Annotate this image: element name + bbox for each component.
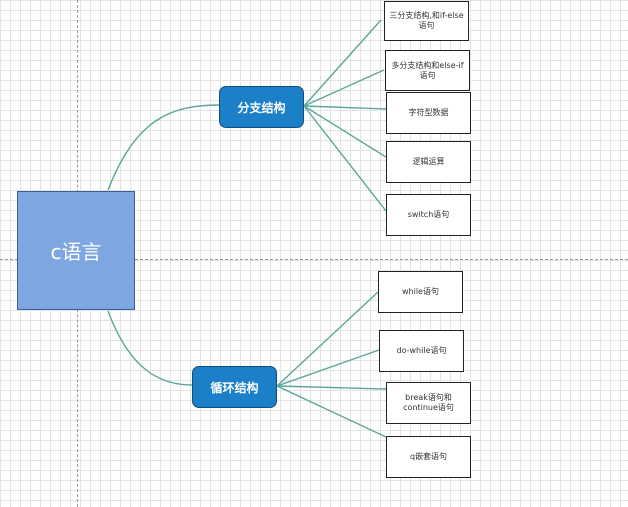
- root-node[interactable]: c语言: [17, 191, 135, 310]
- leaf-node-if-else[interactable]: 三分支结构,和if-else语句: [384, 1, 469, 41]
- leaf-node-switch[interactable]: switch语句: [386, 194, 471, 236]
- connector-root-branch-1: [107, 104, 220, 191]
- connector-b1-leaf-2: [303, 69, 385, 107]
- connector-b2-leaf-4: [276, 385, 387, 438]
- connector-b2-leaf-3: [276, 385, 387, 390]
- branch-node-label: 循环结构: [210, 380, 259, 395]
- leaf-node-label: 逻辑运算: [412, 157, 445, 166]
- connector-b1-leaf-4: [303, 105, 387, 158]
- horizontal-guide-line: [0, 259, 628, 260]
- leaf-node-label: q嵌套语句: [409, 452, 448, 461]
- leaf-node-char-data[interactable]: 字符型数据: [386, 92, 471, 134]
- leaf-node-label: do-while语句: [396, 346, 447, 355]
- leaf-node-nested[interactable]: q嵌套语句: [386, 436, 471, 478]
- branch-node-label: 分支结构: [237, 100, 286, 115]
- leaf-node-else-if[interactable]: 多分支结构和else-if语句: [385, 50, 470, 91]
- connector-b1-leaf-1: [303, 19, 382, 107]
- connector-b2-leaf-2: [276, 349, 380, 387]
- leaf-node-do-while[interactable]: do-while语句: [379, 330, 464, 372]
- connector-b1-leaf-3: [303, 105, 387, 110]
- leaf-node-logic-ops[interactable]: 逻辑运算: [386, 141, 471, 183]
- leaf-node-label: 字符型数据: [408, 108, 449, 117]
- connector-root-branch-2: [107, 310, 193, 386]
- root-node-label: c语言: [50, 240, 102, 264]
- branch-node-loops[interactable]: 循环结构: [192, 366, 277, 408]
- leaf-node-label: 多分支结构和else-if语句: [391, 60, 464, 80]
- leaf-node-break-continue[interactable]: break语句和continue语句: [386, 382, 471, 424]
- connector-b1-leaf-5: [303, 105, 387, 212]
- connector-b2-leaf-1: [276, 291, 379, 387]
- leaf-node-label: break语句和continue语句: [403, 393, 454, 412]
- leaf-node-label: 三分支结构,和if-else语句: [389, 11, 464, 30]
- branch-node-branching[interactable]: 分支结构: [219, 86, 304, 128]
- leaf-node-label: switch语句: [407, 210, 450, 219]
- leaf-node-label: while语句: [402, 287, 439, 296]
- leaf-node-while[interactable]: while语句: [378, 271, 463, 313]
